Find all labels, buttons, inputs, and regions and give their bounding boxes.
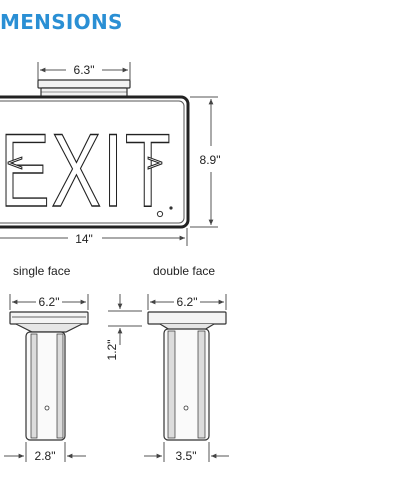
single-face-label: single face: [13, 264, 71, 278]
double-canopy: [147, 311, 227, 331]
double-top-width-value: 6.2": [177, 295, 198, 309]
front-view: 6.3" EXIT < > 8.9": [0, 62, 220, 246]
double-bottom-width-dimension: [144, 442, 229, 462]
section-heading: MENSIONS: [0, 10, 123, 34]
double-face-label: double face: [153, 264, 216, 278]
single-bottom-width-dimension: [4, 442, 86, 462]
exit-letters: EXIT: [0, 113, 172, 229]
single-top-width-value: 6.2": [39, 295, 60, 309]
width-value: 14": [75, 232, 93, 246]
double-face-view: 6.2" 3.5": [144, 294, 229, 463]
single-face-view: 6.2" 2.8": [4, 294, 89, 463]
canopy-height-dimension: [108, 294, 142, 345]
width-dimension: [0, 228, 188, 246]
single-canopy: [9, 311, 89, 333]
single-top-width-dimension: [9, 294, 89, 310]
canopy-height-value: 1.2": [105, 340, 119, 361]
height-value: 8.9": [200, 153, 221, 167]
single-bottom-width-value: 2.8": [35, 449, 56, 463]
canopy-width-value: 6.3": [74, 63, 95, 77]
chevron-left-icon: <: [6, 151, 24, 176]
double-top-width-dimension: [147, 294, 227, 310]
height-dimension: [190, 96, 218, 228]
canopy: [37, 79, 131, 98]
double-housing: [163, 328, 210, 441]
test-button-icon: [156, 210, 164, 218]
double-bottom-width-value: 3.5": [176, 449, 197, 463]
canopy-width-dimension: [37, 62, 131, 80]
single-housing: [25, 331, 66, 441]
exit-sign-body: [0, 95, 190, 229]
indicator-light-icon: [169, 206, 173, 210]
chevron-right-icon: >: [146, 151, 164, 176]
